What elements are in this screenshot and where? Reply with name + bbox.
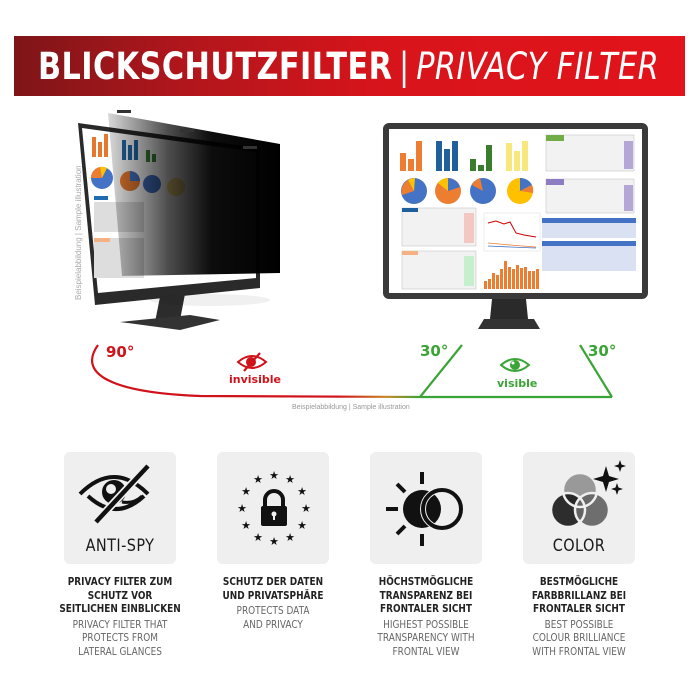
invisible-label: invisible <box>229 373 281 386</box>
color-circles-icon <box>549 460 626 529</box>
color-caption: COLOR <box>552 536 606 556</box>
svg-text:★: ★ <box>241 485 251 498</box>
feature-de-line: UND PRIVATSPHÄRE <box>222 589 324 602</box>
sun-transparency-icon <box>386 472 464 546</box>
eye-icon <box>499 358 531 372</box>
title-banner: BLICKSCHUTZFILTER|PRIVACY FILTER <box>14 36 685 96</box>
svg-text:★: ★ <box>241 519 251 532</box>
svg-text:★: ★ <box>285 531 295 544</box>
feature-card-color: COLOR <box>523 452 635 564</box>
feature-en-line: FRONTAL VIEW <box>392 645 460 658</box>
eu-stars-lock-icon: ★★★★★★★★★★★★ <box>237 469 311 548</box>
left-monitor-with-filter <box>78 110 280 330</box>
viewing-angle-diagram <box>91 344 613 399</box>
feature-de-line: SCHUTZ VOR <box>87 589 153 602</box>
feature-text-transparency: HÖCHSTMÖGLICHE TRANSPARENZ BEI FRONTALER… <box>351 576 501 659</box>
feature-en-line: TRANSPARENCY WITH <box>377 632 475 644</box>
feature-en-line: PROTECTS DATA <box>236 605 310 617</box>
feature-text-color: BESTMÖGLICHE FARBBRILLANZ BEI FRONTALER … <box>504 576 654 659</box>
angle-30-left-label: 30° <box>420 342 449 360</box>
banner-title: BLICKSCHUTZFILTER|PRIVACY FILTER <box>38 45 659 88</box>
angle-90-label: 90° <box>106 343 135 361</box>
sample-illustration-note-vertical: Beispielabbildung | Sample illustration <box>74 165 83 300</box>
feature-de-line: SCHUTZ DER DATEN <box>222 576 324 588</box>
feature-en-line: BEST POSSIBLE <box>544 618 614 631</box>
feature-en-line: AND PRIVACY <box>243 618 303 631</box>
feature-en-line: COLOUR BRILLIANCE <box>532 632 626 644</box>
svg-text:★: ★ <box>253 531 263 544</box>
feature-card-anti-spy: ANTI-SPY <box>64 452 176 564</box>
angle-30-right-label: 30° <box>588 342 617 360</box>
feature-en-line: PRIVACY FILTER THAT <box>72 618 168 631</box>
feature-de-line: TRANSPARENZ BEI <box>379 589 473 602</box>
title-english: PRIVACY FILTER <box>416 44 660 88</box>
feature-text-data-privacy: SCHUTZ DER DATEN UND PRIVATSPHÄRE PROTEC… <box>198 576 348 632</box>
feature-de-line: HÖCHSTMÖGLICHE <box>378 576 474 588</box>
feature-en-line: WITH FRONTAL VIEW <box>532 645 626 658</box>
feature-de-line: FRONTALER SICHT <box>380 603 472 615</box>
svg-text:★: ★ <box>269 469 279 482</box>
feature-en-line: HIGHEST POSSIBLE <box>383 618 469 631</box>
feature-en-line: PROTECTS FROM <box>82 632 158 644</box>
title-german: BLICKSCHUTZFILTER <box>38 44 393 88</box>
feature-text-anti-spy: PRIVACY FILTER ZUM SCHUTZ VOR SEITLICHEN… <box>45 576 195 659</box>
svg-text:★: ★ <box>297 519 307 532</box>
title-separator: | <box>399 44 410 88</box>
feature-de-line: FRONTALER SICHT <box>533 603 625 615</box>
eye-crossed-icon <box>236 352 268 372</box>
feature-en-line: LATERAL GLANCES <box>78 645 162 658</box>
feature-de-line: FARBBRILLANZ BEI <box>531 589 627 602</box>
sample-illustration-note: Beispielabbildung | Sample illustration <box>292 404 410 411</box>
feature-de-line: BESTMÖGLICHE <box>539 576 619 588</box>
feature-card-data-privacy: ★★★★★★★★★★★★ <box>217 452 329 564</box>
svg-text:★: ★ <box>285 473 295 486</box>
svg-text:★: ★ <box>269 535 279 548</box>
svg-text:★: ★ <box>253 473 263 486</box>
visible-label: visible <box>497 377 538 390</box>
feature-de-line: SEITLICHEN EINBLICKEN <box>59 603 181 615</box>
anti-spy-eye-icon <box>78 463 151 525</box>
svg-text:★: ★ <box>237 502 247 515</box>
svg-text:★: ★ <box>301 502 311 515</box>
svg-text:★: ★ <box>297 485 307 498</box>
feature-card-transparency <box>370 452 482 564</box>
feature-de-line: PRIVACY FILTER ZUM <box>67 576 173 588</box>
right-monitor-visible <box>383 123 648 329</box>
anti-spy-caption: ANTI-SPY <box>85 536 155 556</box>
